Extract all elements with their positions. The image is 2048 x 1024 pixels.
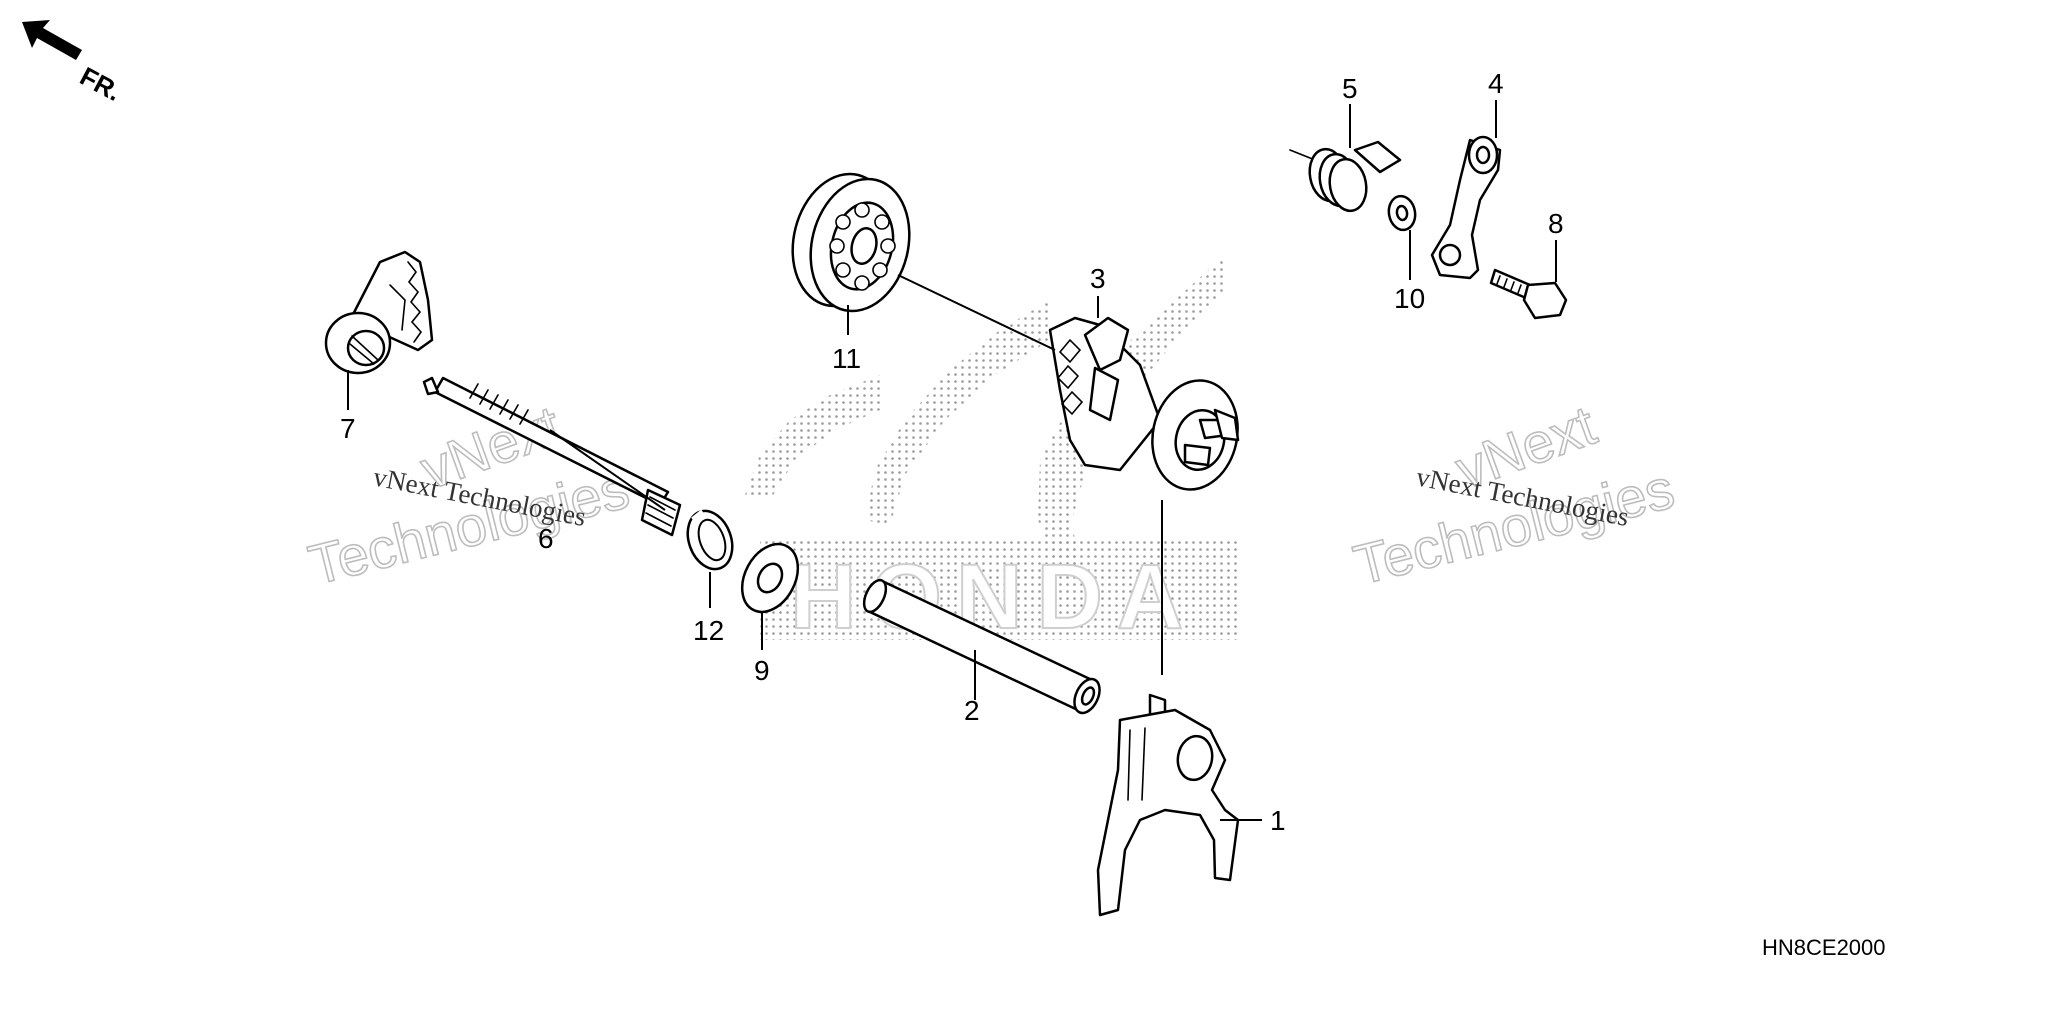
shift-spindle-shaft-drawing xyxy=(422,376,682,537)
part-label-12: 12 xyxy=(693,615,724,646)
diagram-code: HN8CE2000 xyxy=(1762,935,1886,960)
part-label-6: 6 xyxy=(538,523,554,554)
part-label-7: 7 xyxy=(340,413,356,444)
honda-wing-logo xyxy=(745,255,1240,640)
shift-drum-drawing xyxy=(1048,316,1240,491)
circlip-drawing xyxy=(686,509,734,571)
bearing-drawing xyxy=(791,172,911,313)
return-spring-drawing xyxy=(1289,140,1402,213)
shift-fork-shaft-drawing xyxy=(862,578,1101,715)
part-label-10: 10 xyxy=(1394,283,1425,314)
collar-washer-drawing xyxy=(1387,194,1417,232)
front-direction-arrow-icon: FR. xyxy=(22,20,126,107)
shift-fork-drawing xyxy=(1096,693,1240,917)
part-label-5: 5 xyxy=(1342,73,1358,104)
part-label-3: 3 xyxy=(1090,263,1106,294)
part-label-2: 2 xyxy=(964,695,980,726)
part-labels: 1 2 3 4 5 6 7 8 9 10 11 12 xyxy=(340,68,1564,836)
svg-text:FR.: FR. xyxy=(75,61,126,107)
part-label-9: 9 xyxy=(754,655,770,686)
part-label-4: 4 xyxy=(1488,68,1504,99)
washer-drawing xyxy=(740,542,800,614)
kick-starter-gear-drawing xyxy=(324,250,434,375)
part-label-11: 11 xyxy=(832,343,861,374)
part-label-8: 8 xyxy=(1548,208,1564,239)
leader-lines xyxy=(347,100,1557,821)
bolt-drawing xyxy=(1489,268,1568,320)
part-label-1: 1 xyxy=(1270,805,1286,836)
stopper-arm-drawing xyxy=(1430,135,1502,280)
watermark-right: vNext Technologies vNext Technologies xyxy=(1347,392,1681,597)
